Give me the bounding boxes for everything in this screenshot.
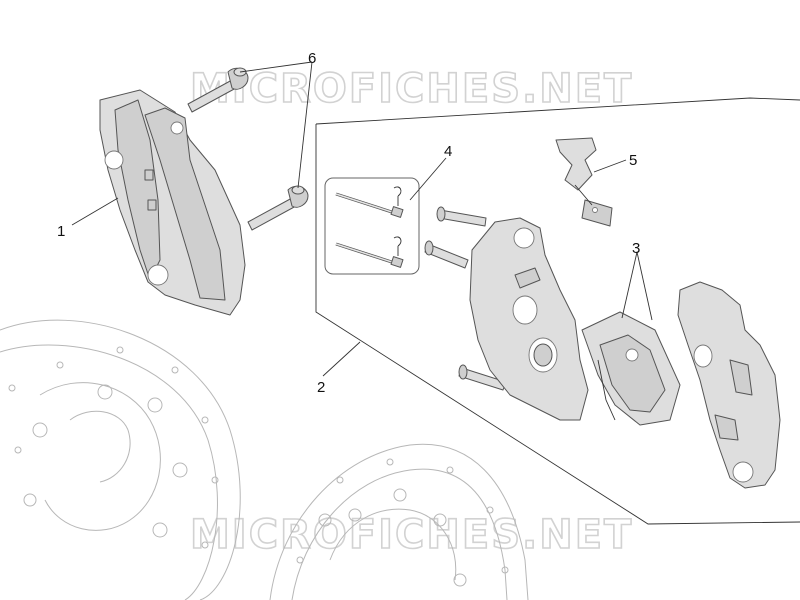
pins-detail-box [324,177,420,275]
callout-3: 3 [632,240,640,257]
brake-disc-left [0,319,241,600]
callout-1: 1 [57,223,65,240]
spring-clip-part-5 [555,137,613,227]
caliper-outer-half [677,281,781,489]
kit-bolt-upper [436,206,487,227]
pin-lower-part-4 [335,236,404,268]
brake-disc-right [269,443,529,600]
kit-bolt-middle [424,240,469,269]
bolt-top-part-6 [187,67,249,113]
callout-4: 4 [444,143,452,160]
watermark-top: MICROFICHES.NET [190,66,633,112]
pin-upper-part-4 [335,186,404,218]
callout-2: 2 [317,379,325,396]
brake-pads-part-3 [581,311,681,426]
callout-5: 5 [629,152,637,169]
kit-bolt-lower [458,364,507,391]
kit-boundary-outline [315,97,800,525]
caliper-assembly-part-1 [99,89,246,316]
caliper-inner-half [469,217,589,421]
bolt-mid-part-6 [247,185,309,231]
callout-6: 6 [308,50,316,67]
leader-lines [71,61,653,377]
watermark-bottom: MICROFICHES.NET [190,512,633,558]
